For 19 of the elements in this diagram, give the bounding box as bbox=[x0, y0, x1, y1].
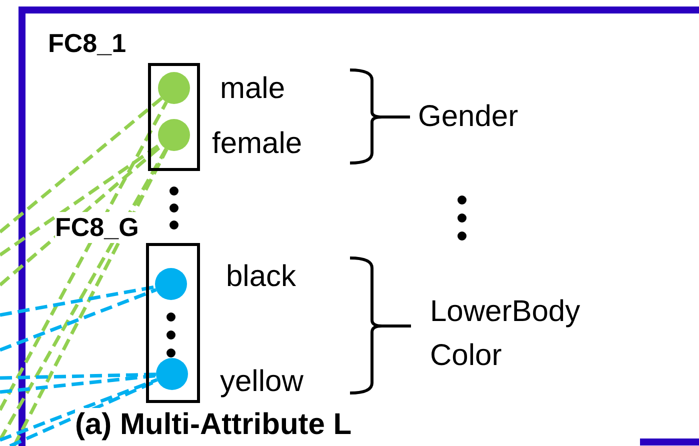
figure-caption: (a) Multi-Attribute L bbox=[75, 408, 352, 442]
dashed-connector bbox=[0, 142, 162, 256]
group-label: LowerBody Color bbox=[430, 294, 582, 374]
class-label: yellow bbox=[220, 365, 304, 399]
class-label: male bbox=[220, 72, 286, 106]
neuron-circle bbox=[156, 358, 188, 390]
layer-label: FC8_G bbox=[55, 212, 139, 243]
class-label: black bbox=[226, 260, 296, 294]
dashed-connector bbox=[0, 288, 157, 352]
dashed-connector bbox=[0, 96, 163, 234]
class-label: female bbox=[212, 127, 302, 161]
dashed-connector bbox=[0, 372, 156, 380]
neuron-circle bbox=[155, 268, 187, 300]
group-label: Gender bbox=[418, 100, 518, 134]
dashed-connector bbox=[0, 374, 156, 394]
neuron-circle bbox=[158, 119, 190, 151]
neuron-circle bbox=[158, 72, 190, 104]
dashed-connector bbox=[0, 285, 156, 317]
dashed-connector bbox=[0, 101, 168, 411]
